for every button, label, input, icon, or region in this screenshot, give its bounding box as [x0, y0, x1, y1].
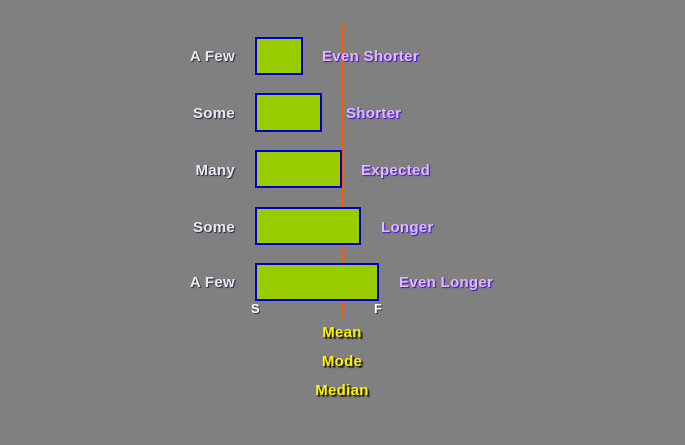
mean-mode-median-line [341, 24, 344, 317]
duration-bar-row-4 [255, 207, 361, 245]
duration-label-row-2: Shorter [346, 105, 402, 122]
axis-finish-marker: F [374, 301, 382, 316]
frequency-label-row-2: Some [192, 105, 235, 122]
statistic-label-mean: Mean [322, 324, 362, 341]
duration-label-row-1: Even Shorter [322, 48, 419, 65]
duration-bar-row-2 [255, 93, 322, 132]
duration-bar-row-1 [255, 37, 303, 75]
statistic-label-mode: Mode [321, 353, 363, 370]
duration-label-row-4: Longer [381, 219, 434, 236]
duration-bar-row-5 [255, 263, 379, 301]
frequency-label-row-3: Many [195, 162, 235, 179]
duration-label-row-3: Expected [361, 162, 431, 179]
frequency-label-row-1: A Few [189, 48, 235, 65]
duration-bar-row-3 [255, 150, 342, 188]
frequency-label-row-5: A Few [189, 274, 235, 291]
statistic-label-median: Median [315, 382, 369, 399]
duration-label-row-5: Even Longer [399, 274, 494, 291]
axis-start-marker: S [251, 301, 260, 316]
frequency-label-row-4: Some [192, 219, 235, 236]
